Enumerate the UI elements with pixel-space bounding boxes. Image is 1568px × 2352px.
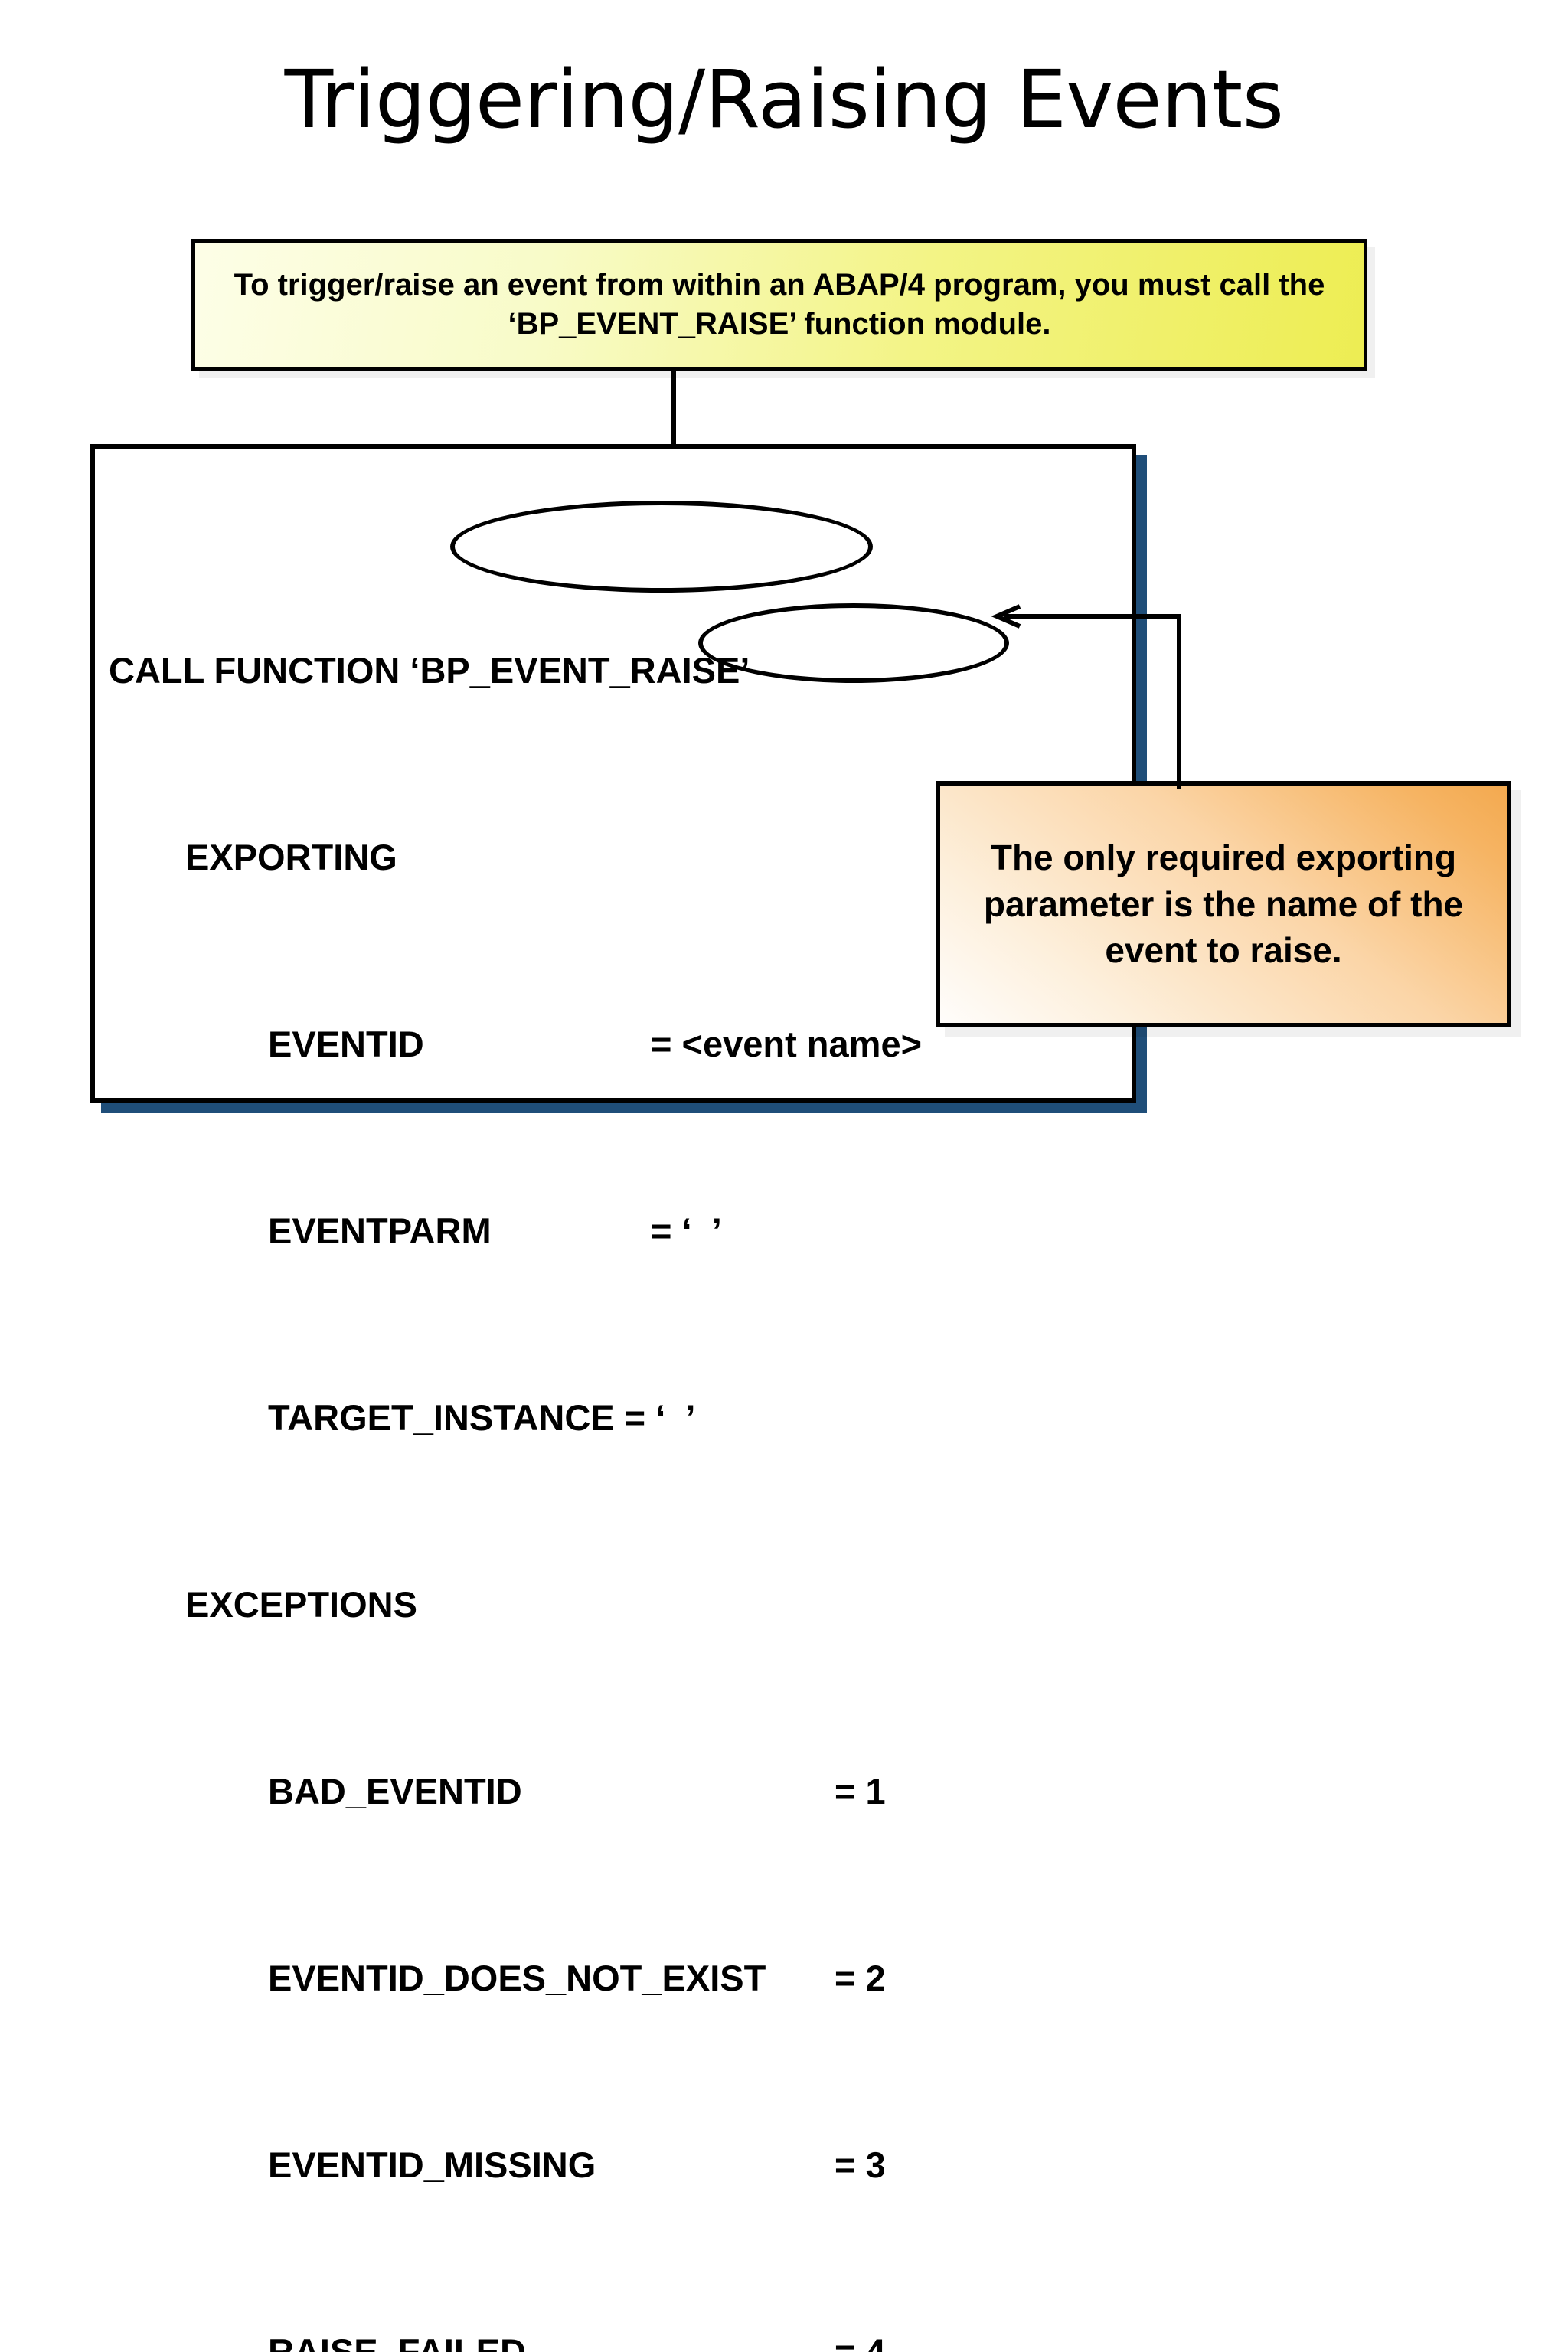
code-line-eventparm: EVENTPARM = ‘ ’ <box>109 1207 922 1254</box>
slide-canvas: Triggering/Raising Events To trigger/rai… <box>90 53 1511 2352</box>
note-callout-box: The only required exporting parameter is… <box>936 781 1511 1027</box>
code-line-eventid-missing: EVENTID_MISSING = 3 <box>109 2141 922 2188</box>
code-line-call-function: CALL FUNCTION ‘BP_EVENT_RAISE’ <box>109 647 922 694</box>
code-exception-eventid-does-not-exist-value: = 2 <box>835 1958 886 1998</box>
code-exception-raise-failed-value: = 4 <box>835 2331 886 2352</box>
code-param-eventid: EVENTID <box>268 1024 424 1064</box>
code-exception-bad-eventid: BAD_EVENTID <box>268 1771 522 1811</box>
code-param-eventparm: EVENTPARM <box>268 1210 492 1251</box>
code-line-bad-eventid: BAD_EVENTID = 1 <box>109 1768 922 1815</box>
code-exception-bad-eventid-value: = 1 <box>835 1771 886 1811</box>
code-exception-raise-failed: RAISE_FAILED <box>268 2331 526 2352</box>
code-value-function-name: ‘BP_EVENT_RAISE’ <box>410 650 750 691</box>
intro-callout-box: To trigger/raise an event from within an… <box>191 239 1367 371</box>
code-exception-eventid-missing-value: = 3 <box>835 2145 886 2185</box>
arrow-note-to-event-icon <box>991 604 1181 789</box>
code-param-target-instance: TARGET_INSTANCE <box>268 1397 615 1438</box>
code-exception-eventid-missing: EVENTID_MISSING <box>268 2145 596 2185</box>
code-line-exceptions: EXCEPTIONS <box>109 1581 922 1628</box>
page-title: Triggering/Raising Events <box>284 53 1284 146</box>
code-keyword-exporting: EXPORTING <box>185 837 397 877</box>
code-value-target-instance: ‘ ’ <box>655 1397 696 1438</box>
code-line-target-instance: TARGET_INSTANCE = ‘ ’ <box>109 1394 922 1441</box>
code-exception-eventid-does-not-exist: EVENTID_DOES_NOT_EXIST <box>268 1958 766 1998</box>
code-keyword-call-function: CALL FUNCTION <box>109 650 400 691</box>
intro-callout-text: To trigger/raise an event from within an… <box>234 267 1325 341</box>
code-line-raise-failed: RAISE_FAILED = 4 <box>109 2328 922 2352</box>
code-eq-eventparm: = <box>651 1210 672 1251</box>
code-line-exporting: EXPORTING <box>109 834 922 880</box>
code-value-eventparm: ‘ ’ <box>681 1210 722 1251</box>
note-callout-text: The only required exporting parameter is… <box>983 837 1464 971</box>
code-value-eventid: <event name> <box>681 1024 923 1064</box>
code-eq-eventid: = <box>651 1024 672 1064</box>
code-line-eventid-does-not-exist: EVENTID_DOES_NOT_EXIST = 2 <box>109 1955 922 2001</box>
code-keyword-exceptions: EXCEPTIONS <box>185 1584 417 1625</box>
code-eq-target-instance: = <box>624 1397 646 1438</box>
code-listing: CALL FUNCTION ‘BP_EVENT_RAISE’ EXPORTING… <box>109 507 922 2352</box>
code-line-eventid: EVENTID = <event name> <box>109 1021 922 1067</box>
